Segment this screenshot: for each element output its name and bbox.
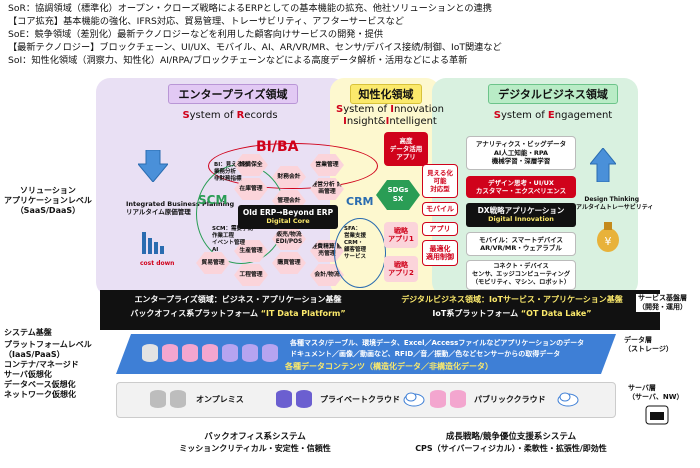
storage-cylinder-3	[182, 344, 198, 362]
crm-title: CRM	[346, 195, 374, 208]
storage-cylinder-6	[242, 344, 258, 362]
arrow-down-icon	[138, 150, 168, 182]
scm-notes: SCM：需要予測 作業工程 イベント管理 AI	[212, 226, 253, 253]
digital-design: デザイン思考・UI/UX カスタマー・エクスペリエンス	[466, 176, 576, 198]
platform-ent-prefix: バックオフィス系プラットフォーム	[130, 309, 258, 318]
data-line3: 各種データコンテンツ（構造化データ／非構造化データ）	[285, 362, 493, 371]
platform-dig-line1: デジタルビジネス領域：IoTサービス・アプリケーション基盤	[401, 295, 623, 304]
crm-notes: SFA： 営業支援 CRM・ 顧客管理 サービス	[344, 226, 367, 260]
header-line-soi: SoI：知性化領域（洞察力、知性化）AI/RPA/ブロックチェーンなどによる高度…	[8, 55, 468, 66]
hex-process: 工程管理	[234, 264, 268, 286]
onprem-label: オンプレミス	[196, 395, 244, 404]
footer-right-title: 成長戦略/競争優位支援系システム	[445, 432, 577, 442]
sdgs-hex: SDGs SX	[376, 180, 420, 210]
data-line2: ドキュメント／画像／動画など、RFID／音／振動／色などセンサーからの取得データ	[290, 350, 561, 358]
private-label: プライベートクラウド	[320, 395, 400, 404]
bi-notes: BI：見える化 業務分析 非財務指標	[214, 162, 248, 182]
digital-title: デジタルビジネス領域	[488, 84, 618, 104]
strategy-app-1: 戦略 アプリ1	[384, 222, 418, 248]
server-layer-label: サーバ層 （サーバ、NW）	[628, 384, 684, 401]
cloud-icon	[403, 392, 425, 407]
hex-equipment: 設備保全	[234, 154, 268, 176]
arrow-up-icon	[590, 148, 616, 182]
platform-ent-line2: バックオフィス系プラットフォーム “IT Data Platform”	[108, 308, 368, 319]
platform-band	[100, 290, 660, 330]
erp-box: Old ERP→Beyond ERP Digital Core	[238, 205, 338, 229]
platform-ent-quote: “IT Data Platform”	[260, 309, 346, 318]
server-layer-band	[116, 382, 616, 418]
public-cylinder	[430, 390, 446, 408]
strategy-app-2: 戦略 アプリ2	[384, 256, 418, 282]
hex-logistics: 販売/物流 EDI/POS	[272, 228, 306, 250]
optimize-app: 最適化 適用制御	[422, 240, 458, 266]
dx-line1: DX戦略アプリケーション	[477, 206, 565, 215]
header-line-sor: SoR：協調領域（標準化）オープン・クローズ戦略によるERPとしての基本機能の拡…	[8, 3, 492, 14]
visualize-app: 見える化 可能 対応型	[422, 164, 458, 198]
data-layer-band	[116, 334, 616, 374]
header-line-core: 【コア拡充】基本機能の強化、IFRS対応、貿易管理、トレーサビリティ、アフターサ…	[8, 16, 404, 27]
hex-accounting: 会計/物流	[310, 264, 344, 286]
onprem-cylinder-2	[170, 390, 186, 408]
dx-strategy-box: DX戦略アプリケーション Digital Innovation	[466, 203, 576, 227]
bi-ba-ellipse	[208, 143, 378, 189]
data-line1: 各種マスタ/テーブル、環境データ、Excel／Accessファイルなどアプリケー…	[290, 339, 585, 347]
platform-level-label: プラットフォームレベル （IaaS/PaaS） コンテナ/マネージド サーバ仮想…	[4, 340, 92, 399]
cost-down-label: cost down	[140, 260, 175, 267]
mobile-app: モバイル	[422, 202, 458, 216]
crm-ellipse	[334, 218, 386, 288]
data-layer-label: データ層 （ストレージ）	[624, 336, 673, 353]
platform-dig-quote: “OT Data Lake”	[520, 309, 592, 318]
platform-dig-prefix: IoT系プラットフォーム	[432, 309, 519, 318]
header-line-soe: SoE：競争領域（差別化）最新テクノロジーなどを利用した顧客向けサービスの開発・…	[8, 29, 384, 40]
header-line-tech: 【最新テクノロジー】ブロックチェーン、UI/UX、モバイル、AI、AR/VR/M…	[8, 42, 502, 53]
advanced-data-app: 高度 データ活用 アプリ	[384, 132, 428, 166]
solution-level-label: ソリューション アプリケーションレベル （SaaS/DaaS）	[4, 186, 92, 215]
storage-cylinder-7	[262, 344, 278, 362]
public-cylinder-2	[450, 390, 466, 408]
dx-line2: Digital Innovation	[488, 215, 554, 223]
footer-left-sub: ミッションクリティカル・安定性・信頼性	[179, 444, 331, 453]
hex-trade: 貿易管理	[196, 252, 230, 274]
service-layer-label: サービス基盤層 （開発・運用）	[636, 294, 687, 312]
erp-line1: Old ERP→Beyond ERP	[242, 208, 334, 217]
hex-inventory: 在庫管理	[234, 178, 268, 200]
public-label: パブリッククラウド	[474, 395, 546, 404]
hex-purchasing: 購買管理	[272, 252, 306, 274]
app-label: アプリ	[422, 222, 458, 236]
erp-line2: Digital Core	[266, 217, 310, 225]
hex-financial: 財務会計	[272, 166, 306, 188]
server-cloud-icon	[645, 405, 669, 425]
storage-cylinder-1	[142, 344, 158, 362]
intelligence-title: 知性化領域	[350, 84, 422, 104]
footer-right-sub: CPS（サイバーフィジカル）・柔軟性・拡張性/即効性	[415, 444, 607, 453]
enterprise-title: エンタープライズ領域	[168, 84, 298, 104]
footer-left-title: バックオフィス系システム	[204, 432, 306, 442]
storage-cylinder-4	[202, 344, 218, 362]
platform-dig-line2: IoT系プラットフォーム “OT Data Lake”	[378, 308, 646, 319]
hex-production: 生産管理	[234, 240, 268, 262]
hex-analysis: 経営分析 計画管理	[310, 178, 344, 200]
storage-cylinder-2	[162, 344, 178, 362]
bar-chart-icon	[142, 232, 164, 254]
platform-ent-line1: エンタープライズ領域：ビジネス・アプリケーション基盤	[134, 295, 342, 304]
svg-text:¥: ¥	[605, 235, 612, 248]
onprem-cylinder	[150, 390, 166, 408]
private-cylinder	[276, 390, 292, 408]
private-cylinder-2	[296, 390, 312, 408]
money-bag-icon: ¥	[597, 222, 619, 252]
storage-cylinder-5	[222, 344, 238, 362]
digital-mobile: モバイル：スマートデバイス AR/VR/MR・ウェアラブル	[466, 232, 576, 256]
digital-devices: コネクト・デバイス センサ、エッジコンピューティング （モビリティ、マシン、ロボ…	[466, 260, 576, 290]
cloud-icon-2	[557, 392, 579, 407]
design-thinking-label: Design Thinking リアルタイムトレーサビリティ	[570, 196, 654, 211]
intelligence-system: System of Innovation Insight&Intelligent	[336, 104, 444, 127]
digital-analytics: アナリティクス・ビッグデータ AI人工知能・RPA 機械学習・深層学習	[466, 136, 576, 170]
digital-system: System of Engagement	[493, 110, 613, 121]
enterprise-system: System of Records	[182, 110, 278, 121]
hex-sales-mgmt: 営業管理	[310, 154, 344, 176]
system-base-label: システム基盤	[4, 328, 52, 337]
